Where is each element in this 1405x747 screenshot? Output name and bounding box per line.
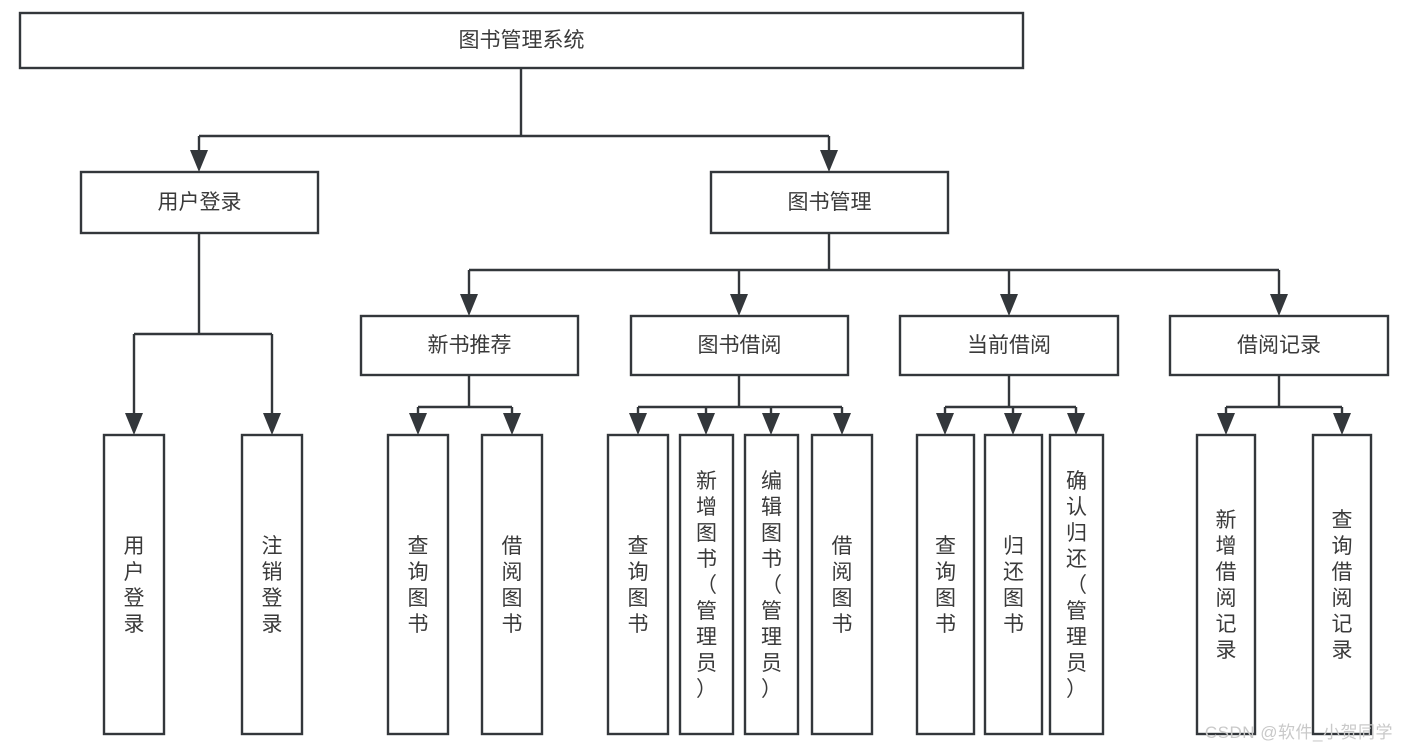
node-label-book-borrow: 图书借阅: [698, 334, 782, 357]
node-box-leaf-query-book-2[interactable]: [606, 433, 670, 736]
arrow-head-icon: [409, 413, 427, 435]
node-box-current-borrow[interactable]: [898, 314, 1120, 377]
connector-group-userlogin-to-leaves: [125, 233, 281, 435]
arrow-head-icon: [190, 150, 208, 172]
node-borrow-record[interactable]: 借阅记录: [1168, 314, 1390, 377]
node-box-leaf-edit-book[interactable]: [743, 433, 800, 736]
node-label-leaf-query-book-2: 查询图书: [628, 535, 649, 636]
node-boxes-layer: 图书管理系统用户登录图书管理新书推荐图书借阅当前借阅借阅记录用户登录注销登录查询…: [18, 11, 1390, 736]
node-current-borrow[interactable]: 当前借阅: [898, 314, 1120, 377]
arrow-head-icon: [460, 294, 478, 316]
node-box-leaf-query-book-1[interactable]: [386, 433, 450, 736]
node-user-login[interactable]: 用户登录: [79, 170, 320, 235]
node-leaf-add-record[interactable]: 新增借阅记录: [1195, 433, 1257, 736]
node-box-leaf-logout[interactable]: [240, 433, 304, 736]
arrow-head-icon: [833, 413, 851, 435]
node-leaf-query-book-2[interactable]: 查询图书: [606, 433, 670, 736]
node-box-leaf-borrow-book-1[interactable]: [480, 433, 544, 736]
node-label-leaf-borrow-book-2: 借阅图书: [832, 535, 853, 636]
node-label-current-borrow: 当前借阅: [967, 334, 1051, 357]
arrow-head-icon: [1270, 294, 1288, 316]
arrow-head-icon: [263, 413, 281, 435]
node-label-leaf-query-book-3: 查询图书: [935, 535, 956, 636]
arrow-head-icon: [1333, 413, 1351, 435]
connector-lines-layer: [125, 68, 1351, 435]
connector-group-newbook-to-leaves: [409, 375, 521, 435]
node-box-leaf-add-book[interactable]: [678, 433, 735, 736]
node-label-leaf-edit-book: 编辑图书（管理员）: [761, 470, 782, 701]
arrow-head-icon: [936, 413, 954, 435]
connector-group-currentborrow-to-leaves: [936, 375, 1085, 435]
node-label-new-book-rec: 新书推荐: [428, 334, 512, 357]
connector-group-root-to-level1: [190, 68, 838, 172]
node-label-borrow-record: 借阅记录: [1237, 334, 1321, 357]
node-box-new-book-rec[interactable]: [359, 314, 580, 377]
node-leaf-add-book[interactable]: 新增图书（管理员）: [678, 433, 735, 736]
node-label-book-manage: 图书管理: [788, 191, 872, 214]
arrow-head-icon: [629, 413, 647, 435]
node-leaf-confirm-return[interactable]: 确认归还（管理员）: [1048, 433, 1105, 736]
node-label-leaf-add-book: 新增图书（管理员）: [696, 470, 717, 701]
node-leaf-edit-book[interactable]: 编辑图书（管理员）: [743, 433, 800, 736]
node-box-book-manage[interactable]: [709, 170, 950, 235]
node-leaf-logout[interactable]: 注销登录: [240, 433, 304, 736]
node-label-leaf-return-book: 归还图书: [1003, 535, 1024, 636]
node-book-borrow[interactable]: 图书借阅: [629, 314, 850, 377]
node-leaf-query-book-1[interactable]: 查询图书: [386, 433, 450, 736]
node-box-leaf-query-record[interactable]: [1311, 433, 1373, 736]
node-leaf-user-login[interactable]: 用户登录: [102, 433, 166, 736]
node-leaf-query-book-3[interactable]: 查询图书: [915, 433, 976, 736]
node-box-book-borrow[interactable]: [629, 314, 850, 377]
node-box-root[interactable]: [18, 11, 1025, 70]
node-leaf-borrow-book-2[interactable]: 借阅图书: [810, 433, 874, 736]
node-label-leaf-add-record: 新增借阅记录: [1216, 509, 1237, 662]
node-root[interactable]: 图书管理系统: [18, 11, 1025, 70]
node-label-user-login: 用户登录: [158, 191, 242, 214]
node-label-leaf-query-record: 查询借阅记录: [1332, 509, 1353, 662]
node-label-leaf-query-book-1: 查询图书: [408, 535, 429, 636]
csdn-watermark: CSDN @软件_小贺同学: [1204, 723, 1393, 742]
arrow-head-icon: [1217, 413, 1235, 435]
node-box-borrow-record[interactable]: [1168, 314, 1390, 377]
node-leaf-query-record[interactable]: 查询借阅记录: [1311, 433, 1373, 736]
node-leaf-return-book[interactable]: 归还图书: [983, 433, 1044, 736]
node-label-leaf-confirm-return: 确认归还（管理员）: [1066, 470, 1087, 701]
arrow-head-icon: [503, 413, 521, 435]
connector-group-bookmanage-to-level2: [460, 233, 1288, 316]
node-box-leaf-confirm-return[interactable]: [1048, 433, 1105, 736]
arrow-head-icon: [1000, 294, 1018, 316]
arrow-head-icon: [125, 413, 143, 435]
arrow-head-icon: [730, 294, 748, 316]
node-box-leaf-add-record[interactable]: [1195, 433, 1257, 736]
arrow-head-icon: [1067, 413, 1085, 435]
arrow-head-icon: [697, 413, 715, 435]
connector-group-bookborrow-to-leaves: [629, 375, 851, 435]
node-book-manage[interactable]: 图书管理: [709, 170, 950, 235]
node-label-leaf-borrow-book-1: 借阅图书: [502, 535, 523, 636]
node-box-user-login[interactable]: [79, 170, 320, 235]
node-leaf-borrow-book-1[interactable]: 借阅图书: [480, 433, 544, 736]
node-box-leaf-return-book[interactable]: [983, 433, 1044, 736]
node-box-leaf-borrow-book-2[interactable]: [810, 433, 874, 736]
node-box-leaf-user-login[interactable]: [102, 433, 166, 736]
node-new-book-rec[interactable]: 新书推荐: [359, 314, 580, 377]
arrow-head-icon: [762, 413, 780, 435]
arrow-head-icon: [1004, 413, 1022, 435]
arrow-head-icon: [820, 150, 838, 172]
connector-group-borrowrecord-to-leaves: [1217, 375, 1351, 435]
node-label-leaf-user-login: 用户登录: [124, 535, 145, 636]
node-box-leaf-query-book-3[interactable]: [915, 433, 976, 736]
node-label-root: 图书管理系统: [459, 29, 585, 52]
node-label-leaf-logout: 注销登录: [262, 535, 283, 636]
